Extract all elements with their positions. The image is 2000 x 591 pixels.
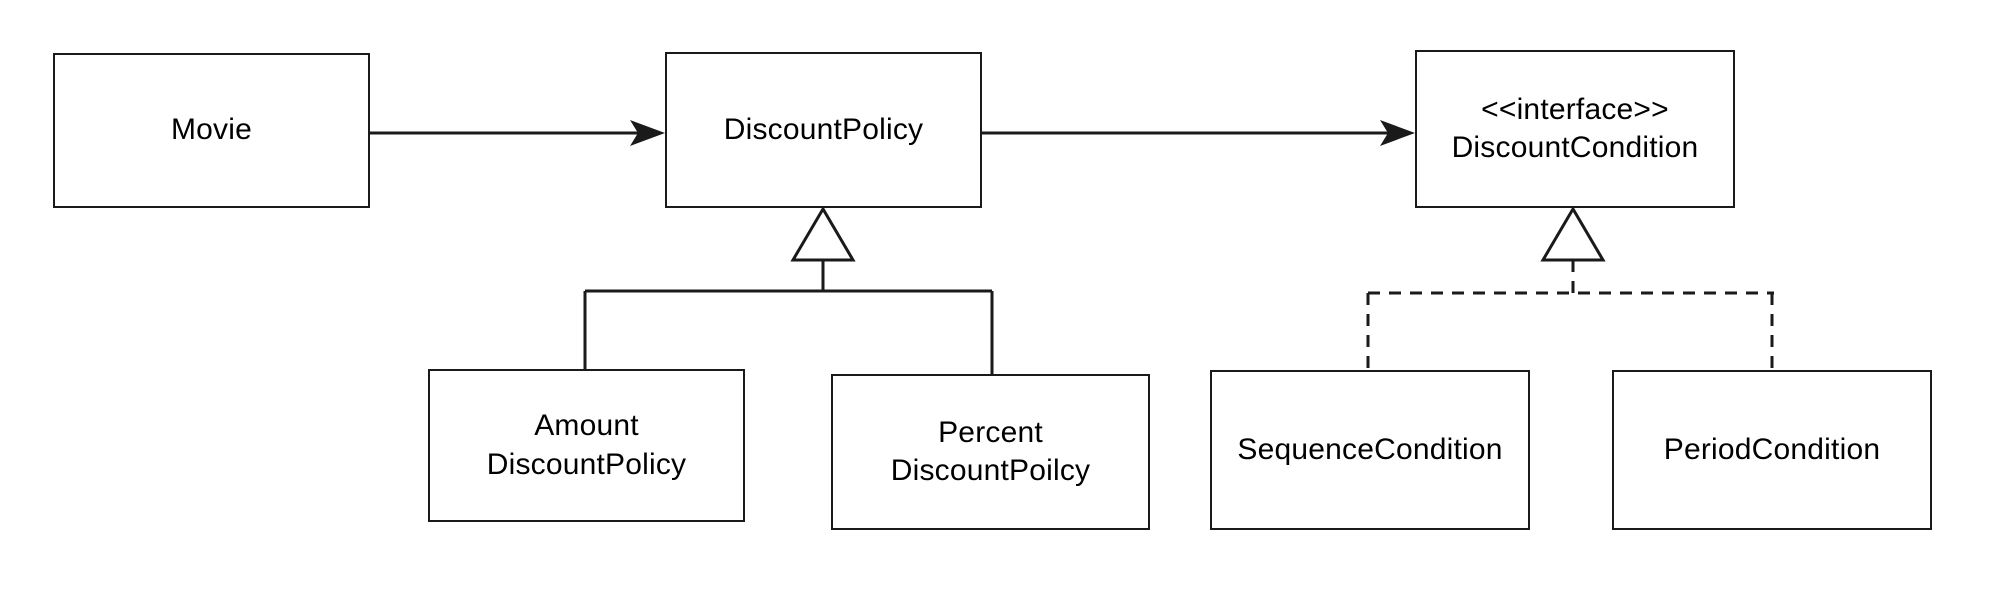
class-box-percent-discount-policy[interactable]: Percent DiscountPoilcy — [831, 374, 1150, 530]
class-box-sequence-condition[interactable]: SequenceCondition — [1210, 370, 1530, 530]
class-name-amount-discount-policy-line1: Amount — [534, 409, 639, 443]
class-name-discount-condition: DiscountCondition — [1451, 131, 1699, 164]
edge-realization-discountcondition-implementors[interactable] — [1366, 206, 1774, 370]
edge-movie-to-discountpolicy[interactable] — [370, 120, 665, 146]
class-name-period-condition: PeriodCondition — [1663, 432, 1881, 466]
class-name-discount-policy: DiscountPolicy — [723, 112, 924, 146]
class-name-percent-discount-policy-line2: DiscountPoilcy — [890, 454, 1091, 487]
class-name-amount-discount-policy-line2: DiscountPolicy — [486, 447, 687, 481]
class-name-movie: Movie — [170, 113, 253, 147]
class-box-discount-policy[interactable]: DiscountPolicy — [665, 52, 982, 208]
class-name-sequence-condition: SequenceCondition — [1237, 432, 1503, 466]
edge-discountpolicy-to-discountcondition[interactable] — [982, 120, 1415, 146]
class-box-discount-condition[interactable]: <<interface>> DiscountCondition — [1415, 50, 1735, 208]
edge-generalization-discountpolicy-children[interactable] — [583, 206, 994, 374]
class-name-percent-discount-policy-line1: Percent — [938, 415, 1043, 449]
class-box-movie[interactable]: Movie — [53, 53, 370, 208]
class-box-period-condition[interactable]: PeriodCondition — [1612, 370, 1932, 530]
class-box-amount-discount-policy[interactable]: Amount DiscountPolicy — [428, 369, 745, 522]
stereotype-interface: <<interface>> — [1481, 92, 1669, 126]
